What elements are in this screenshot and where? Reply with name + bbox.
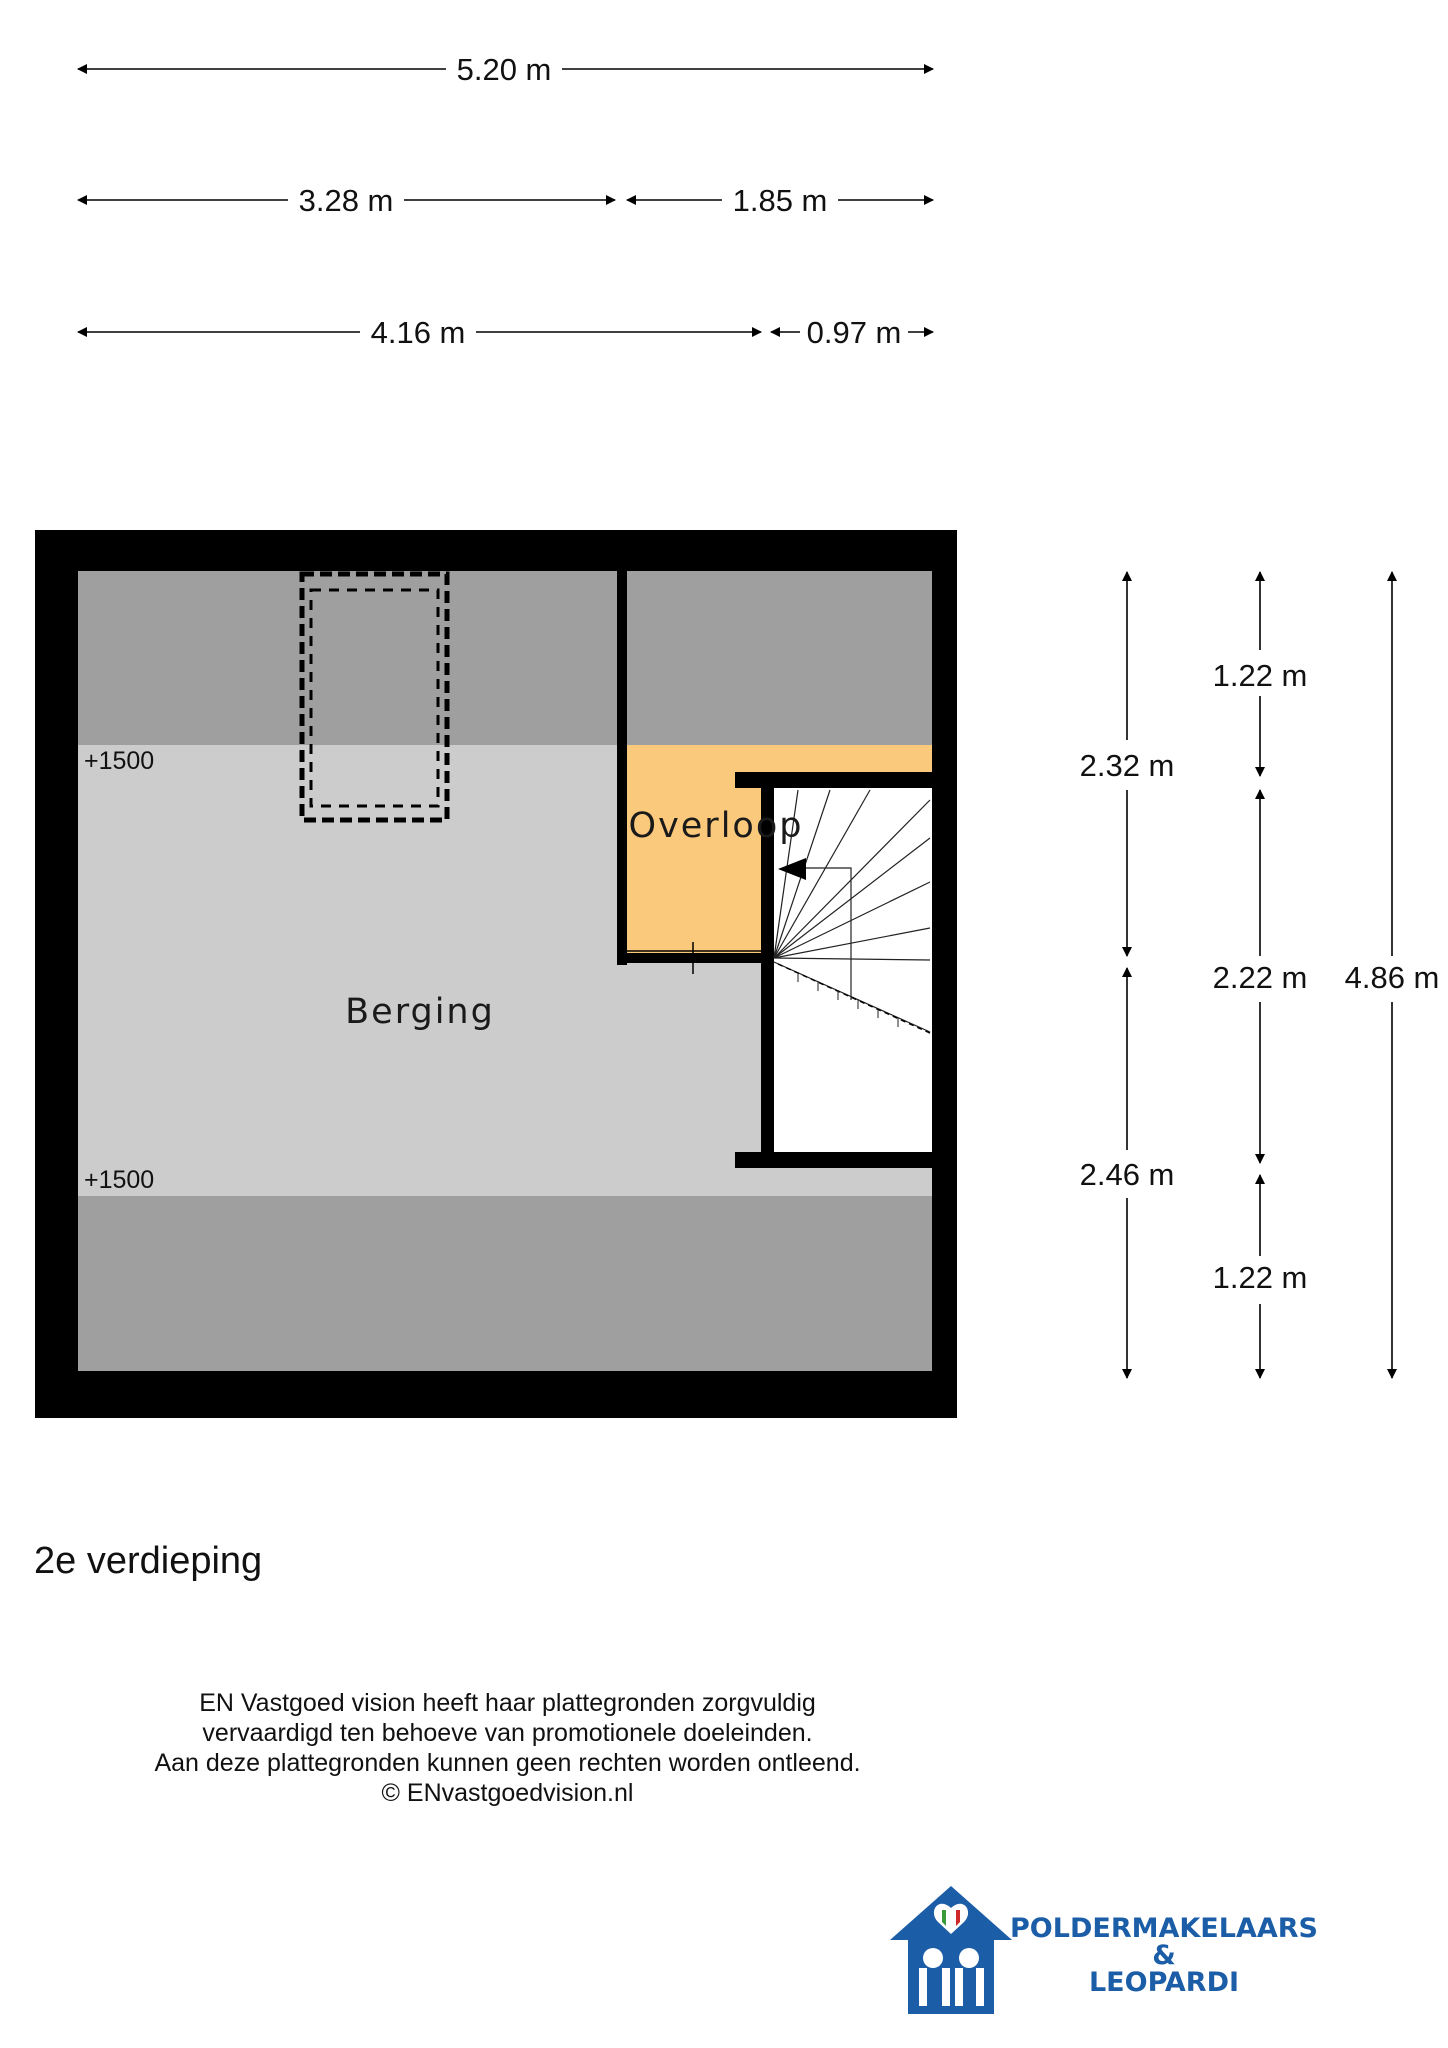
logo-line: POLDERMAKELAARS — [1010, 1913, 1318, 1944]
logo-wordmark: POLDERMAKELAARS & LEOPARDI — [1004, 1915, 1324, 1996]
dimension-col1-bottom: 2.46 m — [1080, 967, 1175, 1379]
dimension-label: 5.20 m — [457, 52, 552, 87]
dimension-row3-right: 0.97 m — [770, 315, 934, 350]
hatch-opening — [627, 942, 765, 974]
dimension-label: 3.28 m — [299, 183, 394, 218]
dimension-total-width: 5.20 m — [77, 52, 934, 87]
room-label-overloop: Overloop — [629, 806, 804, 846]
dimension-col2-top: 1.22 m — [1213, 571, 1308, 777]
dimension-label: 2.46 m — [1080, 1157, 1175, 1192]
floor-title: 2e verdieping — [34, 1540, 263, 1582]
dimension-label: 2.32 m — [1080, 748, 1175, 783]
dimension-label: 4.86 m — [1345, 960, 1440, 995]
dimension-label: 4.16 m — [371, 315, 466, 350]
dimension-label: 1.22 m — [1213, 658, 1308, 693]
disclaimer-line: Aan deze plattegronden kunnen geen recht… — [154, 1749, 861, 1777]
interior-wall — [617, 571, 767, 965]
level-marker-upper: +1500 — [84, 747, 154, 775]
dimension-label: 1.85 m — [733, 183, 828, 218]
dimension-row2-right: 1.85 m — [626, 183, 934, 218]
house-logo-icon — [890, 1886, 1012, 2014]
logo-line: LEOPARDI — [1088, 1967, 1240, 1998]
staircase — [735, 772, 933, 1168]
dimension-row3-left: 4.16 m — [77, 315, 762, 350]
dimension-label: 0.97 m — [807, 315, 902, 350]
dimension-col2-bottom: 1.22 m — [1213, 1174, 1308, 1379]
logo-line: & — [1152, 1940, 1176, 1971]
disclaimer-line: vervaardigd ten behoeve van promotionele… — [202, 1719, 813, 1747]
disclaimer: EN Vastgoed vision heeft haar plattegron… — [80, 1688, 935, 1808]
room-label-berging: Berging — [345, 992, 495, 1032]
dimension-label: 1.22 m — [1213, 1260, 1308, 1295]
dimension-col2-middle: 2.22 m — [1213, 789, 1308, 1164]
dimension-col3-total: 4.86 m — [1345, 571, 1440, 1379]
disclaimer-line: EN Vastgoed vision heeft haar plattegron… — [199, 1689, 816, 1717]
stair-direction-arrow-icon — [778, 858, 806, 880]
upper-right-zone — [626, 571, 932, 745]
level-marker-lower: +1500 — [84, 1166, 154, 1194]
dimension-label: 2.22 m — [1213, 960, 1308, 995]
dimension-col1-top: 2.32 m — [1080, 571, 1175, 957]
dimension-row2-left: 3.28 m — [77, 183, 616, 218]
disclaimer-line: © ENvastgoedvision.nl — [381, 1779, 634, 1807]
roof-window — [299, 571, 450, 823]
